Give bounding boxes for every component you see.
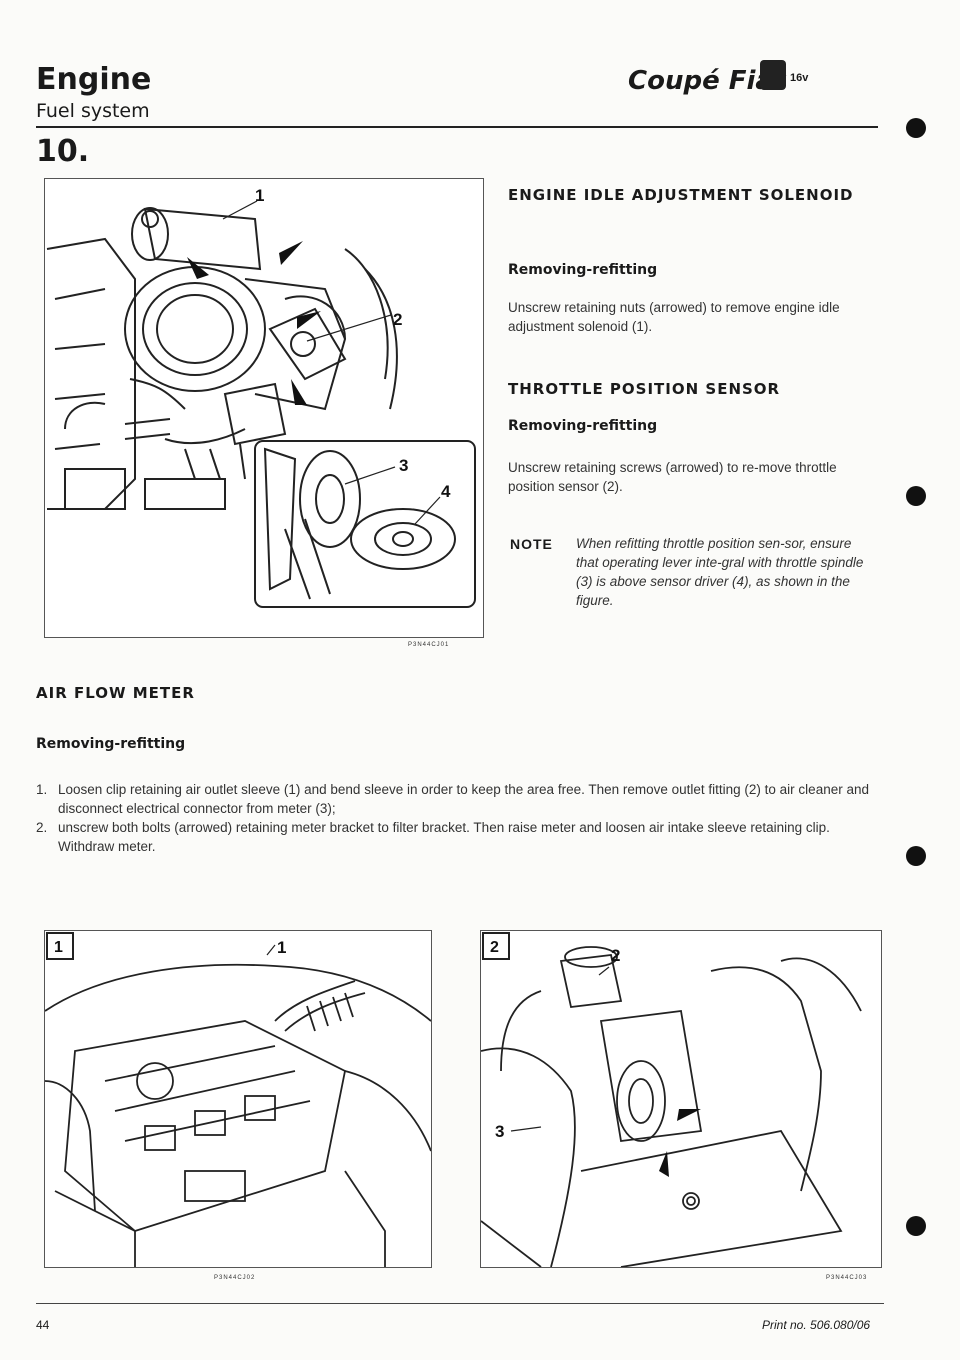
engine-bay-figure-1: 1 1	[44, 930, 432, 1268]
callout-label: 4	[441, 482, 451, 501]
engine-bay-drawing-1: 1 1	[44, 932, 432, 1267]
step-number: 2.	[36, 820, 48, 835]
step-text: unscrew both bolts (arrowed) retaining m…	[58, 820, 830, 854]
figure-code: P3N44CJ01	[408, 642, 450, 648]
callout-label: 2	[611, 946, 620, 965]
throttle-sensor-heading: THROTTLE POSITION SENSOR	[508, 380, 781, 398]
callout-label: 2	[393, 310, 402, 329]
throttle-sensor-text: Unscrew retaining screws (arrowed) to re…	[508, 460, 837, 494]
panel-label: 1	[54, 939, 63, 956]
throttle-body-figure: 1 2 3 4	[44, 178, 484, 638]
engine-version: 16v	[790, 72, 809, 84]
procedure-step: 1. Loosen clip retaining air outlet slee…	[36, 780, 882, 818]
figure-code: P3N44CJ02	[214, 1275, 256, 1281]
idle-solenoid-subheading: Removing-refitting	[508, 262, 658, 278]
print-number: Print no. 506.080/06	[762, 1318, 871, 1332]
page-number: 44	[36, 1318, 50, 1332]
procedure-step: 2. unscrew both bolts (arrowed) retainin…	[36, 818, 882, 856]
air-flow-meter-heading: AIR FLOW METER	[36, 684, 195, 702]
binder-hole-icon	[906, 118, 926, 138]
footer-rule	[36, 1303, 884, 1304]
brand-name: Coupé Fiat	[628, 66, 786, 96]
idle-solenoid-heading: ENGINE IDLE ADJUSTMENT SOLENOID	[508, 186, 854, 204]
step-text: Loosen clip retaining air outlet sleeve …	[58, 782, 869, 816]
section-number: 10.	[36, 134, 90, 169]
subsection-title: Fuel system	[36, 100, 150, 122]
binder-hole-icon	[906, 1216, 926, 1236]
callout-label: 3	[399, 456, 408, 475]
engine-bay-figure-2: 2 2 3	[480, 930, 882, 1268]
panel-label: 2	[490, 939, 499, 956]
callout-label: 3	[495, 1122, 504, 1141]
section-title: Engine	[36, 62, 152, 97]
engine-bay-drawing-2: 2 2 3	[480, 932, 862, 1268]
brand-logo-icon	[760, 60, 786, 90]
throttle-sensor-subheading: Removing-refitting	[508, 418, 658, 434]
callout-label: 1	[255, 186, 264, 205]
figure-code: P3N44CJ03	[826, 1275, 868, 1281]
step-number: 1.	[36, 782, 48, 797]
binder-hole-icon	[906, 846, 926, 866]
note-text: When refitting throttle position sen-sor…	[576, 536, 864, 608]
note-label: NOTE	[510, 536, 553, 552]
header-rule	[36, 126, 878, 128]
callout-label: 1	[277, 938, 286, 957]
throttle-body-drawing: 1 2 3 4	[46, 186, 476, 608]
binder-hole-icon	[906, 486, 926, 506]
air-flow-meter-subheading: Removing-refitting	[36, 736, 186, 752]
procedure-steps: 1. Loosen clip retaining air outlet slee…	[36, 780, 882, 856]
idle-solenoid-text: Unscrew retaining nuts (arrowed) to remo…	[508, 300, 840, 334]
